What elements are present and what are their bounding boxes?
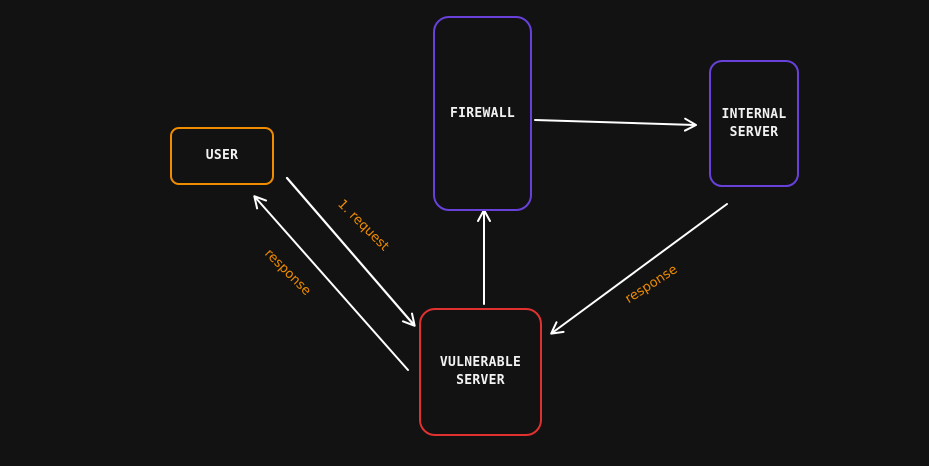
arrow-internal-to-vulnerable <box>550 203 728 335</box>
arrow-vulnerable-to-user <box>253 195 409 371</box>
vulnerable-server-node: VULNERABLE SERVER <box>419 308 542 436</box>
firewall-node: FIREWALL <box>433 16 532 211</box>
arrow-user-to-vulnerable <box>285 176 416 327</box>
internal-server-node-label: INTERNAL SERVER <box>721 106 787 140</box>
firewall-node-label: FIREWALL <box>449 105 515 121</box>
vulnerable-server-node-label: VULNERABLE SERVER <box>439 355 522 388</box>
internal-server-node: INTERNAL SERVER <box>709 60 799 187</box>
user-node: USER <box>170 127 274 185</box>
arrow-firewall-to-internal <box>534 117 697 132</box>
user-node-label: USER <box>205 148 239 163</box>
